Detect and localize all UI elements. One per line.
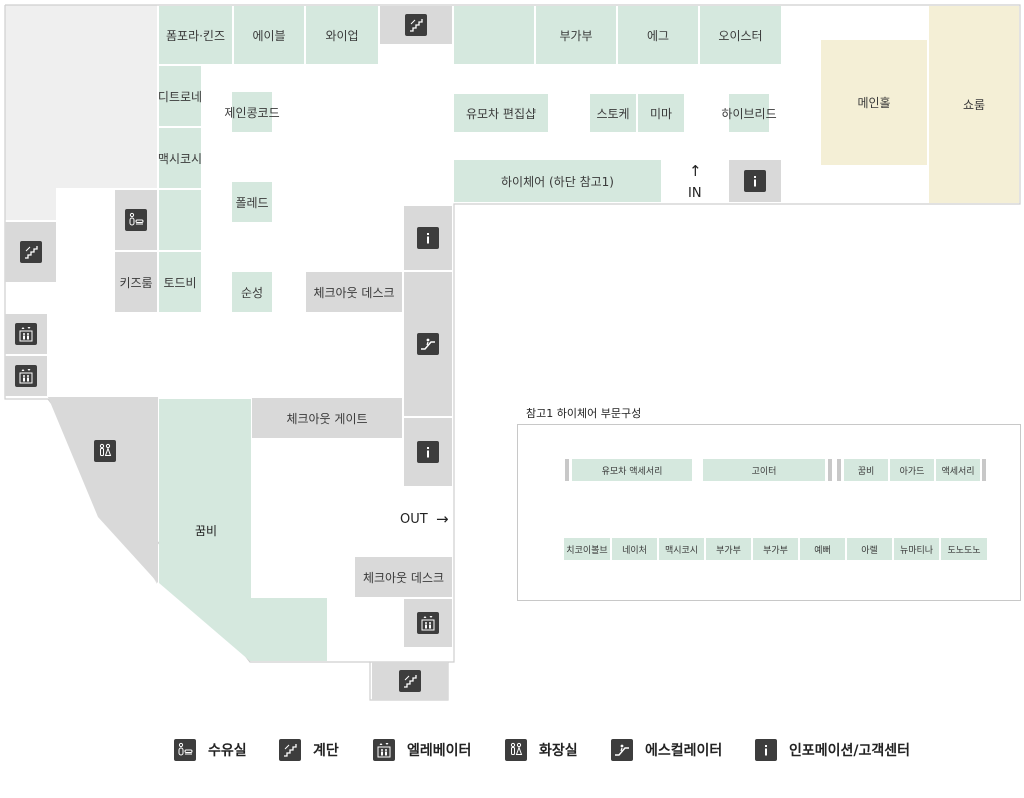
reference-cell: 액세서리 [936,459,980,481]
store-oyster[interactable]: 오이스터 [700,6,781,64]
reference-divider [837,459,841,481]
legend-restroom: 화장실 [505,738,578,762]
reference-cell: 맥시코시 [659,538,704,560]
reference-cell: 예뻐 [800,538,845,560]
reference-cell: 아렐 [847,538,892,560]
store-bugabu[interactable]: 부가부 [536,6,616,64]
legend-elevator: 엘레베이터 [373,738,471,762]
info-3 [729,160,781,202]
stairs-icon [279,739,301,761]
nursing-room-icon [125,209,147,231]
kkumbi-area [159,399,327,661]
store-stoke[interactable]: 스토케 [590,94,636,132]
facility-checkout-desk-2: 체크아웃 데스크 [355,557,452,597]
restroom-area-fill [48,397,158,583]
elevator-icon [15,323,37,345]
elevator-bottom [404,599,452,647]
store-unnamed-top[interactable] [454,6,534,64]
reference-title: 참고1 하이체어 부문구성 [526,407,642,420]
escalator-icon [611,739,633,761]
facility-checkout-desk-1: 체크아웃 데스크 [306,272,402,312]
out-arrow: → [436,510,449,528]
elevator-icon [417,612,439,634]
reference-cell: 부가부 [706,538,751,560]
store-todbi[interactable]: 토드비 [159,252,201,312]
stairs-bottom [372,662,448,700]
legend-nursing-room: 수유실 [174,738,247,762]
reference-cell: 뉴마티나 [894,538,939,560]
showroom[interactable]: 쇼룸 [929,6,1019,203]
restroom-icon [94,440,116,462]
info-1 [404,206,452,270]
store-unnamed-left[interactable] [159,190,201,250]
store-kkumbi[interactable]: 꿈비 [195,524,218,538]
store-pompora-kids[interactable]: 폼포라·킨즈 [159,6,232,64]
info-icon [744,170,766,192]
escalator-icon [417,333,439,355]
reference-cell: 꿈비 [844,459,888,481]
escalator-area [404,272,452,416]
restroom-icon [505,739,527,761]
in-arrow: ↑ [689,162,702,180]
reference-box [517,424,1021,601]
reference-cell: 부가부 [753,538,798,560]
store-highchair[interactable]: 하이체어 (하단 참고1) [454,160,661,202]
facility-kids-room: 키즈룸 [115,252,157,312]
elevator-left-1 [5,314,47,354]
store-wyup[interactable]: 와이업 [306,6,378,64]
reference-cell: 유모차 액세서리 [572,459,692,481]
elevator-icon [15,365,37,387]
store-mima[interactable]: 미마 [638,94,684,132]
stairs-top [380,6,452,44]
legend-info: 인포메이션/고객센터 [755,738,910,762]
stairs-left [5,222,56,282]
info-icon [755,739,777,761]
elevator-icon [373,739,395,761]
store-polred[interactable]: 폴레드 [232,182,272,222]
in-label: IN [688,186,702,201]
reference-cell: 치코이볼브 [564,538,610,560]
store-ego[interactable]: 에그 [618,6,698,64]
store-maxicosi[interactable]: 맥시코시 [158,128,202,188]
info-2 [404,418,452,486]
elevator-left-2 [5,356,47,396]
reference-cell: 고이터 [703,459,825,481]
nursing-room-icon [174,739,196,761]
reference-divider [565,459,569,481]
info-icon [417,227,439,249]
reference-cell: 아가드 [890,459,934,481]
nursing-room [115,190,157,250]
reference-cell: 도노도노 [941,538,987,560]
store-jeinkongkode[interactable]: 제인콩코드 [224,92,280,132]
out-label: OUT [400,512,428,527]
legend-escalator: 에스컬레이터 [611,738,722,762]
facility-checkout-gate: 체크아웃 게이트 [252,398,402,438]
legend-stairs: 계단 [279,738,339,762]
store-sunsung[interactable]: 순성 [232,272,272,312]
store-able[interactable]: 에이블 [234,6,304,64]
info-icon [417,441,439,463]
reference-divider [828,459,832,481]
reference-cell: 네이처 [612,538,657,560]
main-hall[interactable]: 메인홀 [821,40,927,165]
stairs-icon [19,241,42,263]
store-ditrone[interactable]: 디트로네 [158,66,202,126]
stairs-icon [405,14,427,36]
reference-divider [982,459,986,481]
store-hybrid[interactable]: 하이브리드 [721,94,777,132]
stairs-icon [399,670,421,692]
store-yumocha-select[interactable]: 유모차 편집샵 [454,94,548,132]
